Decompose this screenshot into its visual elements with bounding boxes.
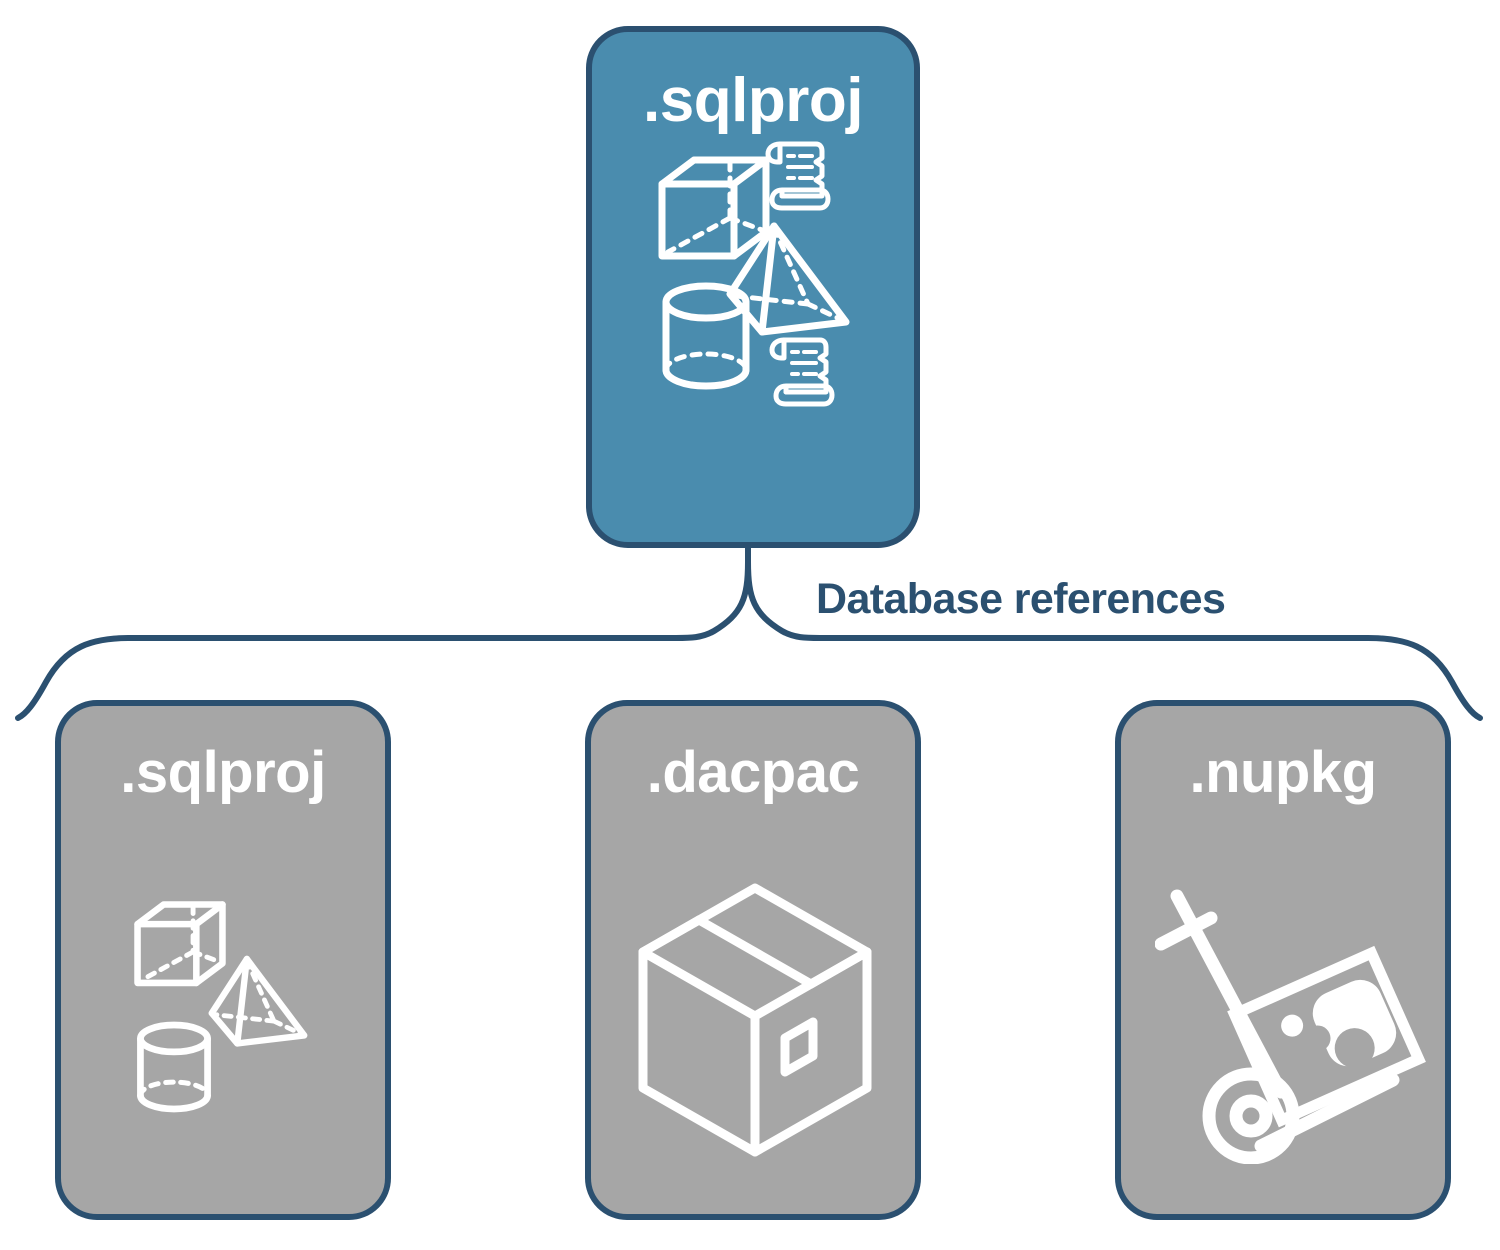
wheel-outer [1202,1067,1300,1164]
node-nupkg-reference-label: .nupkg [1189,740,1377,805]
node-nupkg-reference[interactable]: .nupkg [1115,700,1451,1220]
node-nupkg-reference-icon-group [1121,802,1445,1214]
node-sqlproj-root-label: .sqlproj [643,66,863,135]
node-dacpac-reference-icon-group [591,802,915,1214]
node-sqlproj-reference-label: .sqlproj [120,740,326,805]
cube-wireframe-icon [134,901,226,987]
node-dacpac-reference-label: .dacpac [646,740,860,805]
node-sqlproj-reference-icon-group [61,802,385,1214]
node-sqlproj-reference[interactable]: .sqlproj [55,700,391,1220]
node-sqlproj-root-icon-group [592,132,914,542]
pyramid-wireframe-icon [208,955,308,1047]
scroll-icon [765,141,831,211]
pyramid-wireframe-icon [726,222,850,336]
hand-truck-package-icon [1155,889,1426,1164]
cylinder-wireframe-icon [662,282,750,390]
cylinder-wireframe-icon [137,1021,211,1113]
wheel-hub [1229,1094,1273,1138]
scroll-icon [769,337,835,407]
shipping-box-icon [638,883,872,1157]
node-dacpac-reference[interactable]: .dacpac [585,700,921,1220]
connector-label: Database references [816,575,1226,623]
node-sqlproj-root[interactable]: .sqlproj [586,26,920,548]
brace-path [15,559,751,721]
